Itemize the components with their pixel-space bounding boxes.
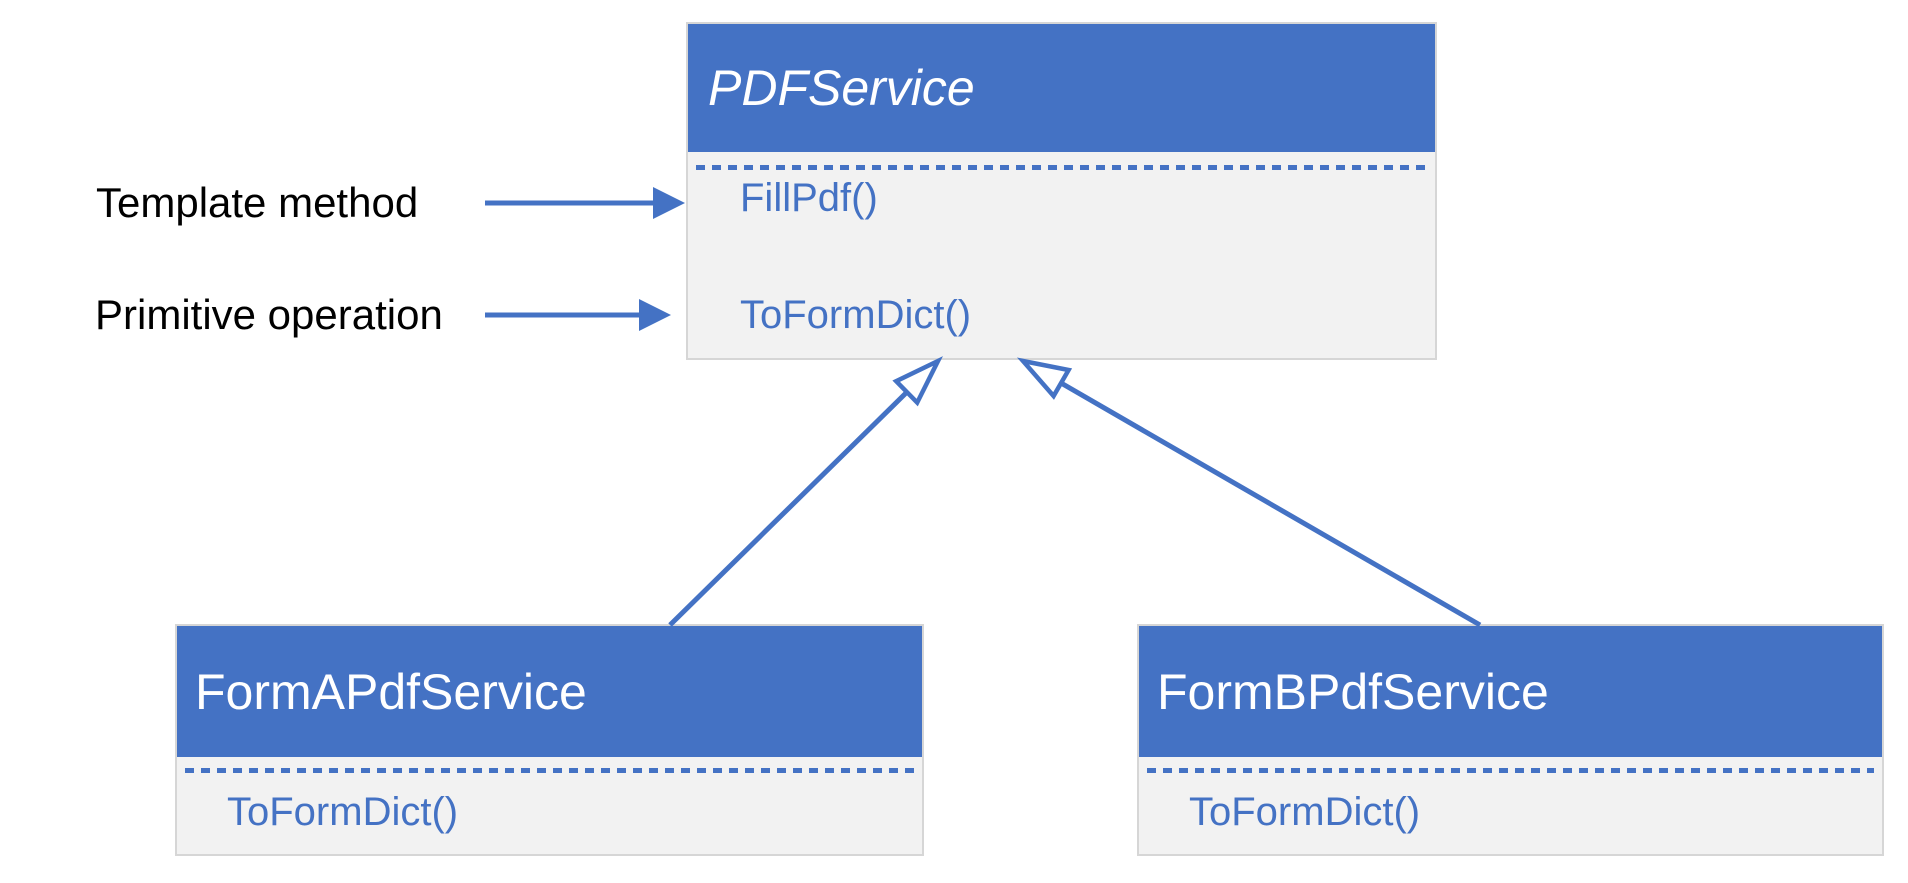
arrowhead-icon — [653, 187, 685, 219]
class-header-formapdfservice: FormAPdfService — [177, 626, 922, 757]
method-toformdict-abstract: ToFormDict() — [740, 293, 972, 337]
primitive-operation-label: Primitive operation — [95, 291, 443, 338]
dashed-separator — [185, 768, 914, 773]
dashed-separator — [696, 165, 1427, 170]
inheritance-arrow-formb — [1016, 357, 1482, 628]
inheritance-arrow-forma — [668, 356, 943, 627]
class-body-pdfservice: FillPdf() ToFormDict() — [688, 165, 1435, 337]
method-toformdict-formb: ToFormDict() — [1189, 790, 1421, 834]
class-box-pdfservice: PDFService FillPdf() ToFormDict() — [686, 22, 1437, 360]
class-name-formbpdfservice: FormBPdfService — [1157, 663, 1549, 720]
class-name-formapdfservice: FormAPdfService — [195, 663, 587, 720]
dashed-separator — [1147, 768, 1874, 773]
hollow-triangle-icon — [892, 356, 943, 407]
primitive-operation-arrow — [485, 299, 671, 331]
method-toformdict-forma: ToFormDict() — [227, 790, 459, 834]
class-header-formbpdfservice: FormBPdfService — [1139, 626, 1882, 757]
template-method-arrow — [485, 187, 685, 219]
hollow-triangle-icon — [1016, 357, 1073, 400]
class-header-pdfservice: PDFService — [688, 24, 1435, 152]
arrowhead-icon — [639, 299, 671, 331]
class-body-formbpdfservice: ToFormDict() — [1139, 768, 1882, 834]
class-name-pdfservice: PDFService — [708, 60, 975, 116]
template-method-label: Template method — [96, 179, 419, 226]
method-fillpdf: FillPdf() — [740, 176, 878, 220]
class-box-formbpdfservice: FormBPdfService ToFormDict() — [1137, 624, 1884, 856]
class-body-formapdfservice: ToFormDict() — [177, 768, 922, 834]
class-box-formapdfservice: FormAPdfService ToFormDict() — [175, 624, 924, 856]
